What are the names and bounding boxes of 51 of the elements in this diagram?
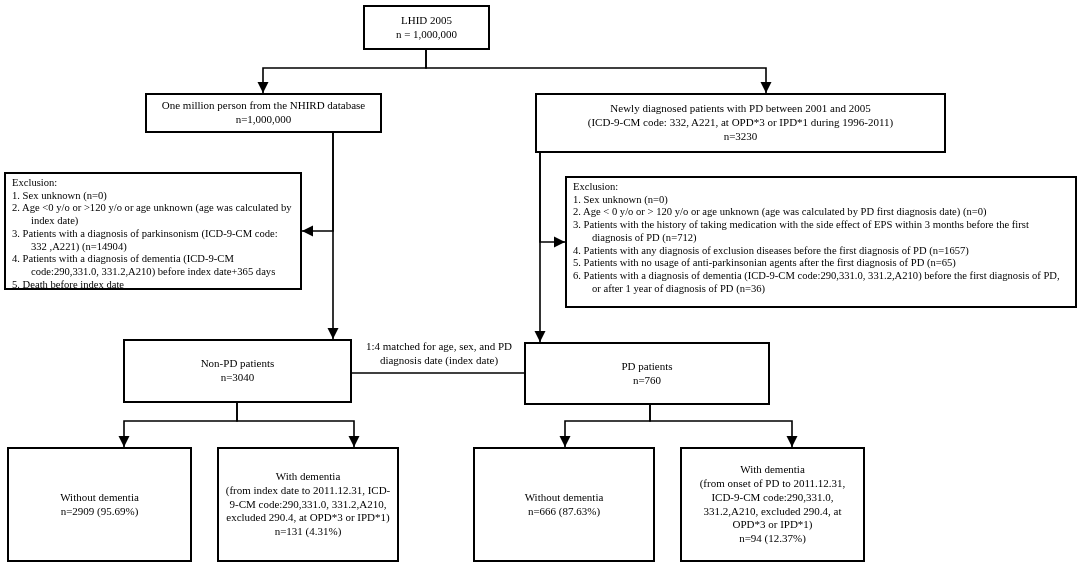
process-box	[123, 339, 352, 403]
process-box	[7, 447, 192, 562]
box-text: n=3230	[723, 129, 758, 144]
process-box	[363, 5, 490, 50]
list-item: 1. Sex unknown (n=0)	[12, 189, 108, 203]
box-heading: Exclusion:	[12, 177, 59, 190]
process-box	[145, 93, 382, 133]
list-item: 5. Patients with no usage of anti-parkinsonian agents after the first diagnosis of PD (n=65)	[573, 257, 957, 270]
process-box	[217, 447, 399, 562]
box-text: (ICD-9-CM code: 332, A221, at OPD*3 or IPD*1 during 1996-2011)	[587, 116, 894, 130]
arrow	[425, 49, 772, 94]
box-text: Without dementia	[524, 490, 604, 505]
box-text: Without dementia	[60, 490, 139, 505]
list-item: 2. Age <0 y/o or >120 y/o or age unknown (age was calculated by index date)	[12, 202, 293, 228]
box-text: (from index date to 2011.12.31, ICD-9-CM code:290,331.0, 331.2,A210, excluded 290.4, at OPD*3 or IPD*1)	[225, 483, 391, 526]
process-box	[524, 342, 770, 405]
box-text: PD patients	[621, 359, 673, 374]
list-item: 4. Patients with any diagnosis of exclusion diseases before the first diagnosis of PD (n=1657)	[573, 244, 970, 258]
list-item: 1. Sex unknown (n=0)	[573, 193, 669, 207]
box-text: n=1,000,000	[235, 113, 292, 127]
arrow	[236, 402, 360, 448]
arrow	[534, 152, 546, 343]
box-text: With dementia	[275, 470, 341, 484]
box-heading: Exclusion:	[573, 181, 620, 194]
arrow	[327, 132, 339, 340]
exclusion-box	[4, 172, 302, 290]
box-text: n = 1,000,000	[395, 27, 458, 42]
list-item: 4. Patients with a diagnosis of dementia (ICD-9-CM code:290,331.0, 331.2,A210) before index date+365 days	[12, 253, 277, 279]
exclusion-box	[565, 176, 1077, 308]
list-item: 3. Patients with the history of taking medication with the side effect of EPS within 3 months before the first diagnosis of PD (n=712)	[573, 219, 1030, 245]
process-box	[473, 447, 655, 562]
box-text: Newly diagnosed patients with PD between 2001 and 2005	[610, 102, 871, 117]
list-item: 3. Patients with a diagnosis of parkinsonism (ICD-9-CM code: 332 ,A221) (n=14904)	[12, 227, 279, 254]
box-text: n=3040	[220, 371, 255, 385]
box-text: With dementia	[740, 463, 805, 477]
list-item: 2. Age < 0 y/o or > 120 y/o or age unknown (age was calculated by PD first diagnosis date) (n=0)	[573, 206, 988, 220]
connector-line	[351, 372, 525, 374]
box-text: LHID 2005	[401, 13, 452, 28]
process-box	[680, 447, 865, 562]
list-item: 5. Death before index date	[12, 278, 126, 292]
box-text: Non-PD patients	[200, 357, 275, 371]
box-text: One million person from the NHIRD database	[161, 99, 366, 113]
arrow	[649, 404, 798, 448]
box-text: n=760	[632, 373, 662, 388]
box-text: n=94 (12.37%)	[739, 532, 806, 546]
box-text: (from onset of PD to 2011.12.31, ICD-9-CM code:290,331.0, 331.2,A210, excluded 290.4, at OPD*3 or IPD*1)	[698, 477, 847, 532]
box-text: n=131 (4.31%)	[274, 525, 342, 539]
box-text: n=666 (87.63%)	[527, 504, 601, 519]
box-text: n=2909 (95.69%)	[60, 504, 139, 519]
process-box	[535, 93, 946, 153]
list-item: 6. Patients with a diagnosis of dementia (ICD-9-CM code:290,331.0, 331.2,A210) before the first diagnosis of PD, or after 1 year of diagnosis of PD (n=36)	[573, 269, 1061, 296]
